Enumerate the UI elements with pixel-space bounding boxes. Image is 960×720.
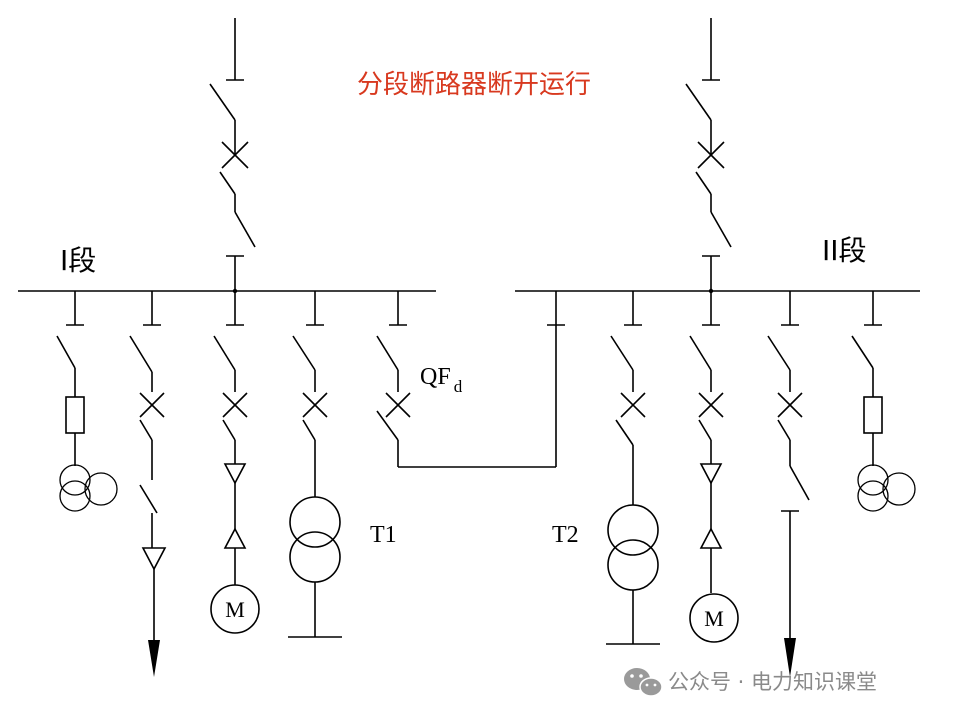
wechat-icon [624, 668, 663, 697]
section-2-motor-feeder: M [689, 291, 739, 643]
motor-1-icon [210, 584, 260, 634]
diagram-title: 分段断路器断开运行 [357, 70, 591, 100]
section-2-pt-feeder [851, 291, 916, 512]
transformer-t1-label: T1 [370, 522, 397, 548]
section-1-pt-feeder [56, 291, 118, 512]
watermark: 公众号 · 电力知识课堂 [624, 668, 877, 697]
section-1-fuse-icon [65, 396, 85, 434]
section-2-outgoing-breaker-x-icon [777, 392, 803, 418]
section-2-outgoing-feeder [767, 291, 810, 677]
section-2-bus-tie-isolator [547, 291, 565, 467]
section-1-transformer-breaker-x-icon [302, 392, 328, 418]
section-2-motor-cable-head-top-icon [699, 463, 723, 485]
incoming-1-breaker-x-icon [221, 141, 249, 169]
motor-2-icon [689, 593, 739, 643]
section-1-cable-head-icon [141, 547, 167, 571]
watermark-text: 公众号 · 电力知识课堂 [668, 670, 877, 694]
section-1-outgoing-arrow-icon [148, 640, 160, 677]
section-2-voltage-transformer-icon [857, 464, 916, 512]
section-2-transformer-feeder: T2 [552, 291, 660, 645]
section-2-motor-breaker-x-icon [698, 392, 724, 418]
motor-1-label: M [225, 597, 245, 622]
motor-2-label: M [704, 606, 724, 631]
section-1-motor-breaker-x-icon [222, 392, 248, 418]
incoming-2-breaker-x-icon [697, 141, 725, 169]
section-1-transformer-feeder: T1 [288, 291, 397, 638]
section-1-motor-feeder: M [210, 291, 260, 634]
section-2-outgoing-arrow-icon [784, 638, 796, 677]
transformer-t2-label: T2 [552, 522, 579, 548]
transformer-t1-icon [289, 496, 341, 583]
section-2-fuse-icon [863, 396, 883, 434]
section-2-motor-cable-head-bottom-icon [699, 527, 723, 549]
section-1-outgoing-breaker-x-icon [139, 392, 165, 418]
section-2-label: II段 [822, 234, 867, 267]
section-1-motor-cable-head-top-icon [223, 463, 247, 485]
section-1-outgoing-feeder [129, 291, 167, 677]
incoming-feeder-1 [209, 18, 256, 291]
section-1-motor-cable-head-bottom-icon [223, 527, 247, 549]
bus-section-breaker-x-icon [385, 392, 411, 418]
transformer-t2-icon [607, 504, 659, 591]
section-1-label: I段 [60, 244, 96, 277]
section-2-transformer-breaker-x-icon [620, 392, 646, 418]
incoming-feeder-2 [685, 18, 732, 291]
section-1-voltage-transformer-icon [59, 464, 118, 512]
